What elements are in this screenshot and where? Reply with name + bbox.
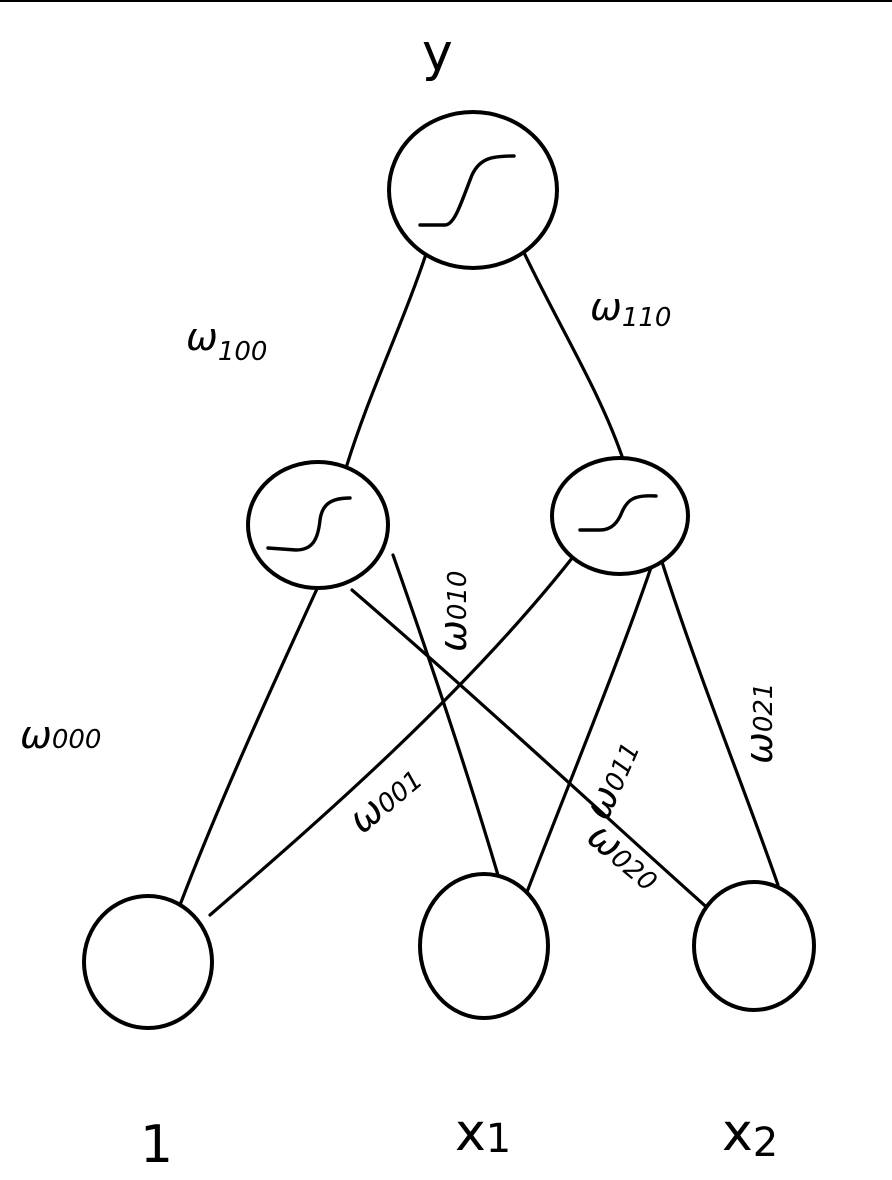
input-node-x1: [418, 872, 550, 1020]
weight-label-w100: ω100: [186, 315, 267, 367]
input-node-bias: [82, 894, 214, 1030]
input-label-bias: 1: [140, 1115, 173, 1175]
sigmoid-icon: [578, 494, 658, 532]
edge-x1-h1: [525, 548, 659, 894]
edge-x1-h0: [391, 553, 502, 884]
input-label-x1: x1: [455, 1103, 511, 1163]
weight-label-w110: ω110: [590, 285, 671, 333]
weight-label-w011: ω011: [575, 733, 648, 825]
weight-label-w021: ω021: [737, 683, 781, 764]
hidden-node-1: [550, 456, 690, 576]
input-label-x2: x2: [722, 1103, 778, 1166]
sigmoid-icon: [418, 154, 516, 227]
output-label: y: [422, 23, 453, 83]
edge-bias-h1: [208, 546, 582, 917]
output-node-circle: [387, 110, 559, 270]
weight-label-w020: ω020: [579, 813, 670, 899]
input-node-x1-circle: [418, 872, 550, 1020]
edges: [178, 238, 780, 917]
hidden-node-0: [246, 460, 390, 590]
edge-h1-out: [516, 238, 626, 464]
input-node-x2: [692, 880, 816, 1012]
output-node: [387, 110, 559, 270]
weight-label-w001: ω001: [340, 756, 431, 842]
input-node-bias-circle: [82, 894, 214, 1030]
top-border: [0, 0, 892, 2]
input-node-x2-circle: [692, 880, 816, 1012]
edge-x2-h1: [660, 560, 780, 887]
sigmoid-icon: [266, 496, 352, 552]
edge-h0-out: [344, 240, 432, 470]
weight-label-w000: ω000: [20, 713, 101, 757]
edge-x2-h0: [350, 588, 714, 914]
weight-label-w010: ω010: [431, 571, 475, 652]
edge-bias-h0: [178, 576, 324, 907]
